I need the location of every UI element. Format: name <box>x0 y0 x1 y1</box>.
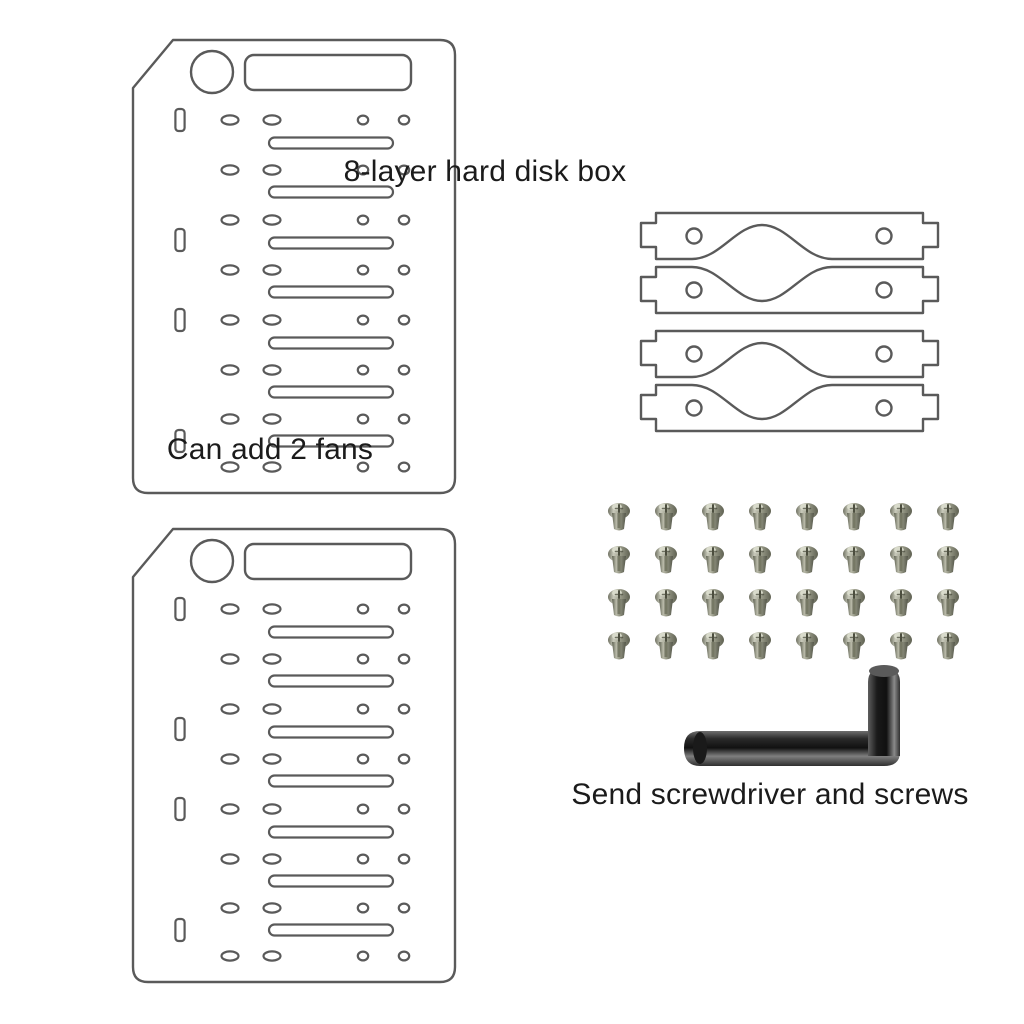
screw-item <box>886 543 933 586</box>
screw-item <box>839 543 886 586</box>
screw-item <box>839 586 886 629</box>
screw-item <box>604 629 651 672</box>
screw-item <box>698 500 745 543</box>
screw-item <box>792 586 839 629</box>
screw-item <box>745 500 792 543</box>
screw-item <box>792 629 839 672</box>
screw-item <box>933 543 980 586</box>
screw-item <box>698 543 745 586</box>
screw-item <box>933 629 980 672</box>
screw-item <box>745 629 792 672</box>
screw-item <box>651 500 698 543</box>
screw-item <box>745 543 792 586</box>
screw-item <box>604 543 651 586</box>
screw-item <box>886 586 933 629</box>
screw-item <box>886 500 933 543</box>
screw-item <box>651 543 698 586</box>
screw-item <box>651 629 698 672</box>
side-panel-plate-bottom <box>133 529 455 982</box>
hex-key-screwdriver <box>684 665 900 766</box>
screw-item <box>933 586 980 629</box>
screw-item <box>839 629 886 672</box>
caption-hard-disk-box: 8-layer hard disk box <box>343 155 627 188</box>
screw-grid <box>604 500 980 672</box>
screw-item <box>792 500 839 543</box>
screw-item <box>698 586 745 629</box>
side-panel-plate-top <box>133 40 455 493</box>
screw-item <box>604 586 651 629</box>
screw-item <box>792 543 839 586</box>
fan-bracket-group-2 <box>639 329 940 433</box>
screw-item <box>933 500 980 543</box>
screw-item <box>839 500 886 543</box>
screw-item <box>886 629 933 672</box>
screw-item <box>651 586 698 629</box>
fan-bracket-group-1 <box>639 211 940 315</box>
screw-item <box>604 500 651 543</box>
screw-item <box>698 629 745 672</box>
screw-item <box>745 586 792 629</box>
caption-send-screwdriver-and-screws: Send screwdriver and screws <box>571 778 969 811</box>
caption-can-add-fans: Can add 2 fans <box>166 433 374 466</box>
